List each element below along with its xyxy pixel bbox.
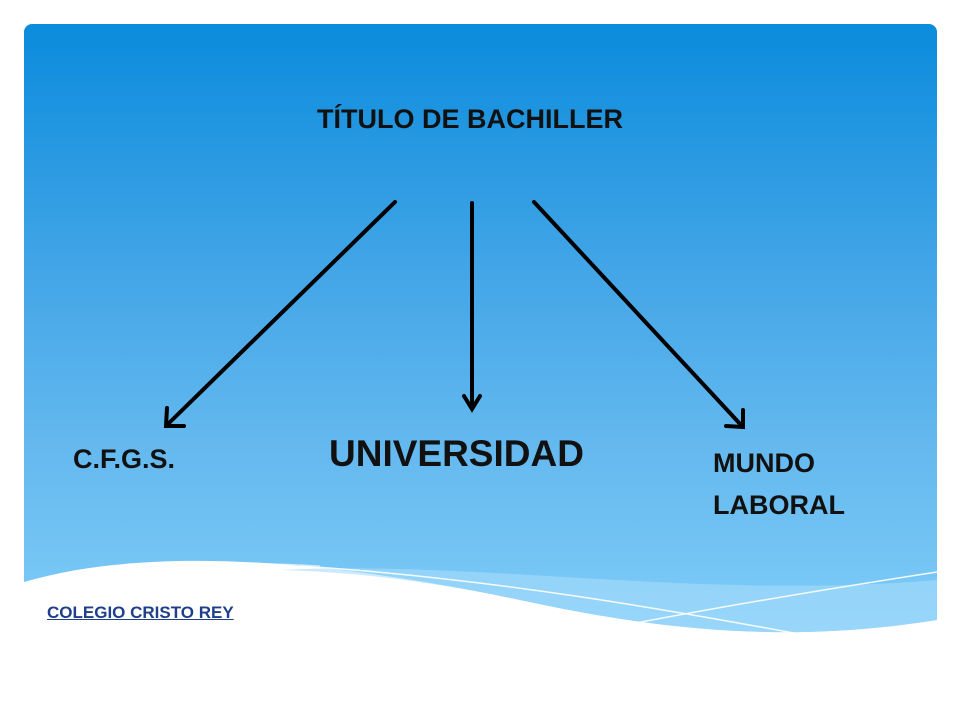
arrow-to-mundo-laboral	[532, 200, 745, 430]
arrow-to-universidad	[462, 201, 482, 413]
wave-fill-light	[280, 568, 937, 633]
wave-line-1	[299, 565, 861, 646]
branch-node-cfgs: C.F.G.S.	[73, 444, 176, 474]
wave-fill-white	[24, 560, 937, 664]
root-node-title: TÍTULO DE BACHILLER	[317, 104, 623, 134]
wave-line-3	[23, 563, 321, 591]
branch-node-universidad: UNIVERSIDAD	[329, 433, 584, 474]
footer-school-link[interactable]: COLEGIO CRISTO REY	[47, 603, 234, 622]
wave-line-2	[589, 571, 938, 633]
gradient-panel	[24, 24, 937, 664]
branch-node-mundo-laboral: MUNDO LABORAL	[713, 448, 845, 520]
arrow-to-cfgs	[163, 200, 397, 428]
